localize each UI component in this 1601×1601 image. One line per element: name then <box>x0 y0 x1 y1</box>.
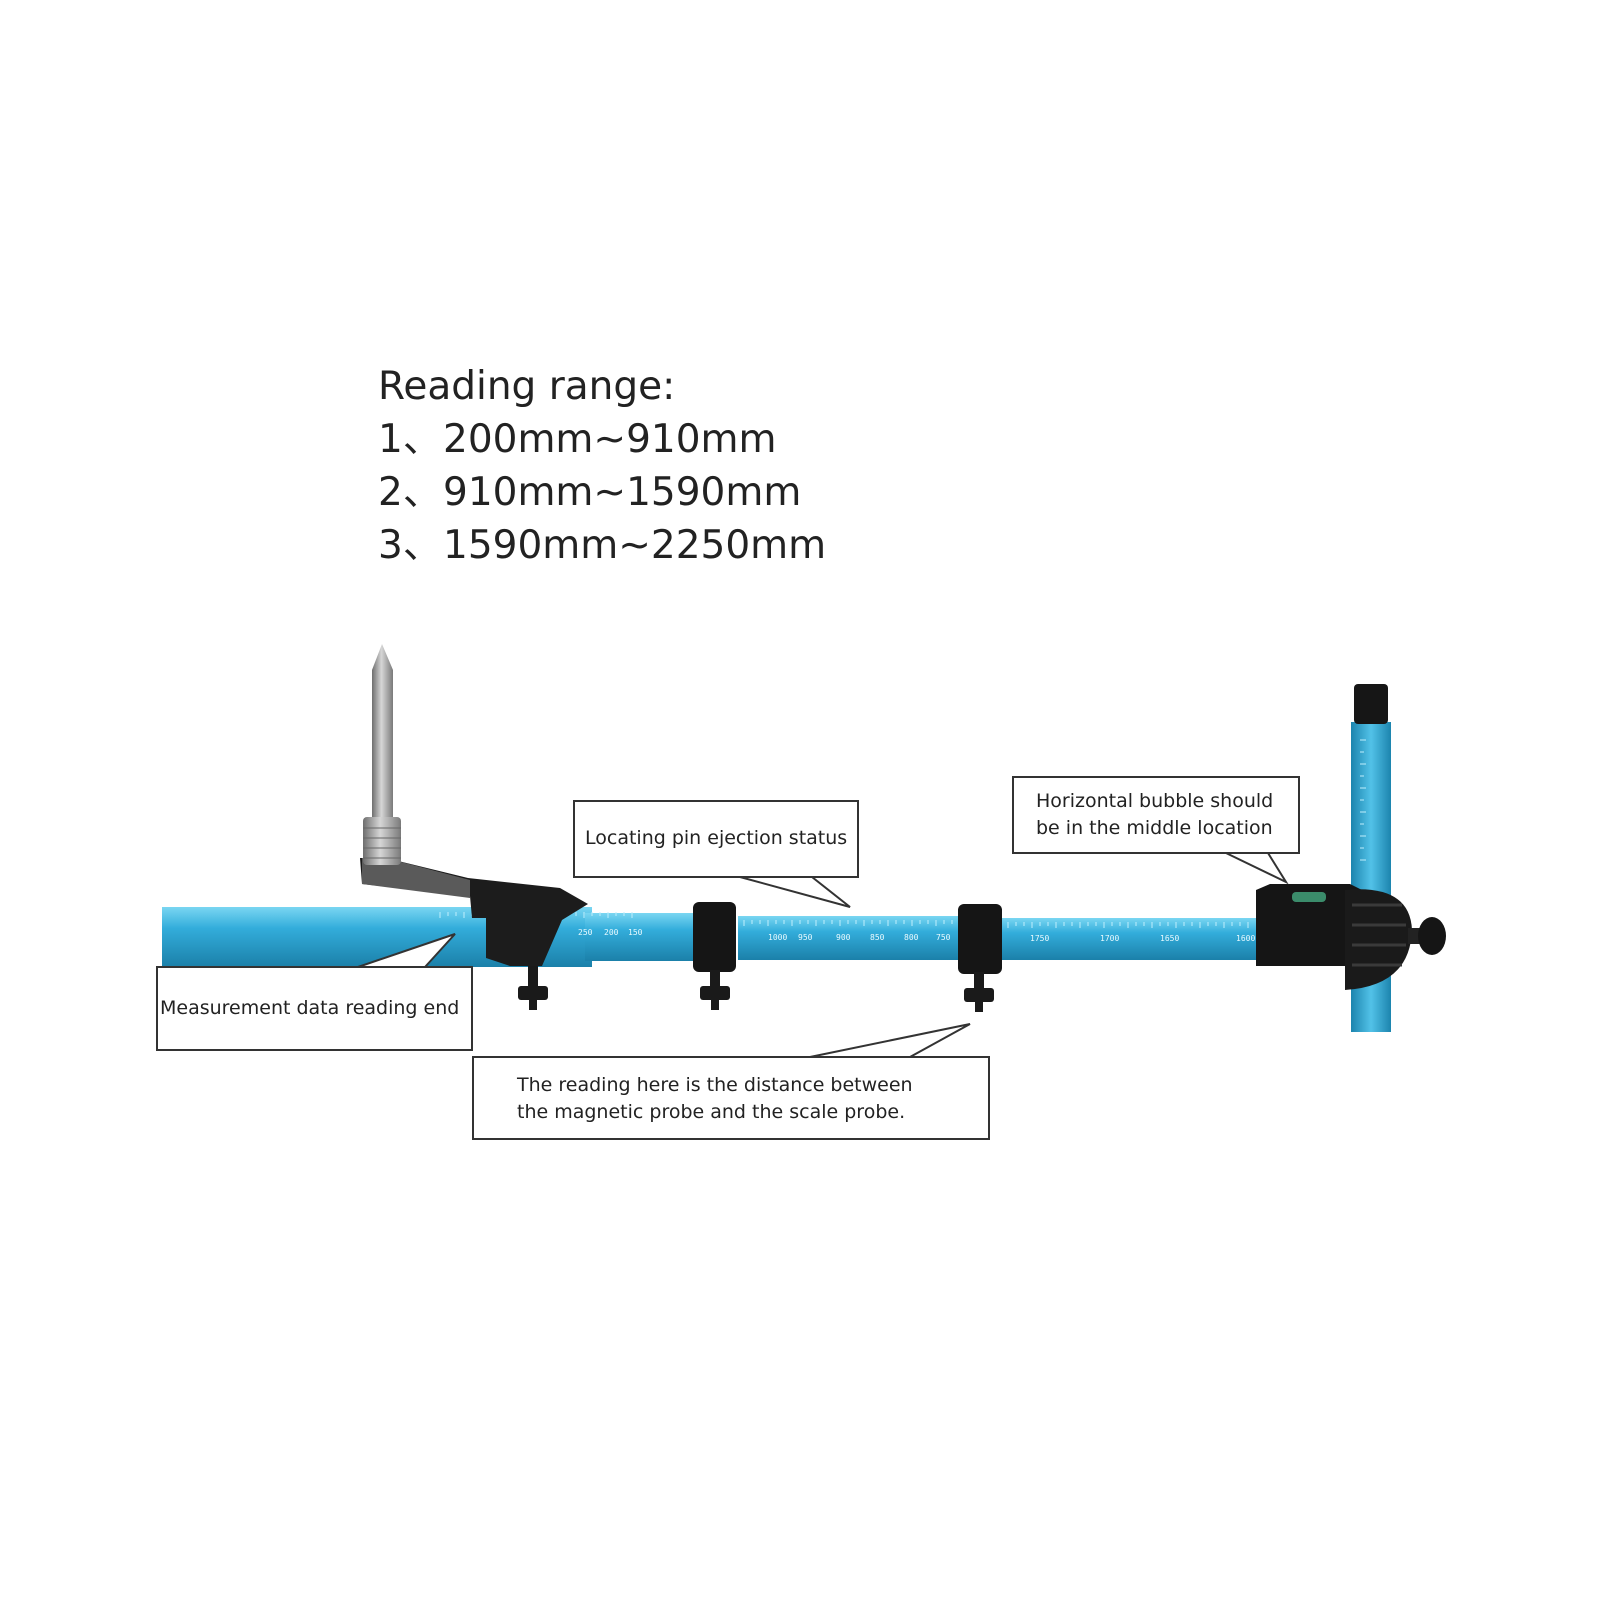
steel-probe-shaft <box>372 670 393 820</box>
callout-text-line-2: be in the middle location <box>1036 817 1273 839</box>
knurled-collar <box>363 817 401 865</box>
scale-label: 200 <box>604 928 619 937</box>
scale-label: 1000 <box>768 933 787 942</box>
scale-label: 750 <box>936 933 951 942</box>
scale-label: 850 <box>870 933 885 942</box>
reading-range-item-2: 2、910mm~1590mm <box>378 466 978 519</box>
range-number: 3、 <box>378 523 442 568</box>
callout-text-line-2: the magnetic probe and the scale probe. <box>517 1101 906 1123</box>
reading-range-title: Reading range: <box>378 364 676 409</box>
scale-label: 1600 <box>1236 934 1255 943</box>
range-number: 2、 <box>378 470 442 515</box>
probe-arm-plate <box>362 858 470 898</box>
pointer-bubble <box>1225 852 1289 885</box>
callout-text-line-1: The reading here is the distance between <box>517 1074 913 1096</box>
locating-pins <box>518 966 994 1012</box>
clamp-ridges <box>1352 903 1406 967</box>
scale-label: 1750 <box>1030 934 1049 943</box>
collar-1 <box>693 902 736 972</box>
bubble-level-block <box>1256 884 1366 966</box>
scale-label: 800 <box>904 933 919 942</box>
callout-horizontal-bubble: Horizontal bubble should be in the middl… <box>1012 776 1300 854</box>
collar-2 <box>958 904 1002 974</box>
callout-reading-end: Measurement data reading end <box>156 966 473 1051</box>
scale-label: 900 <box>836 933 851 942</box>
scale-numbers: 250 200 150 1000 950 900 850 800 750 175… <box>578 928 1255 943</box>
steel-probe-tip <box>372 644 393 670</box>
reading-range-item-1: 1、200mm~910mm <box>378 413 978 466</box>
reading-range-item-3: 3、1590mm~2250mm <box>378 519 978 572</box>
tube-section-3 <box>1002 918 1264 960</box>
scale-label: 950 <box>798 933 813 942</box>
vertical-rod-cap <box>1354 684 1388 724</box>
callout-locating-pin: Locating pin ejection status <box>573 800 859 878</box>
callout-text: Locating pin ejection status <box>585 827 848 849</box>
callout-text: Measurement data reading end <box>160 997 460 1019</box>
callout-text-line-1: Horizontal bubble should <box>1036 790 1274 812</box>
scale-label: 150 <box>628 928 643 937</box>
clamp-knob <box>1418 917 1446 955</box>
scale-label: 250 <box>578 928 593 937</box>
range-number: 1、 <box>378 417 442 462</box>
knurl-lines <box>363 827 401 859</box>
scale-ticks <box>439 912 1249 928</box>
reading-range-block: Reading range: 1、200mm~910mm 2、910mm~159… <box>378 360 978 572</box>
range-value: 1590mm~2250mm <box>443 523 827 568</box>
callout-pointers <box>357 852 1289 1058</box>
range-value: 200mm~910mm <box>443 417 777 462</box>
bubble-level-window <box>1292 892 1326 902</box>
vertical-rod-ticks <box>1360 739 1366 861</box>
range-value: 910mm~1590mm <box>443 470 802 515</box>
pointer-reading-end <box>357 933 456 968</box>
scale-label: 1700 <box>1100 934 1119 943</box>
callout-distance: The reading here is the distance between… <box>472 1056 990 1140</box>
tube-section-1 <box>585 913 700 961</box>
scale-label: 1650 <box>1160 934 1179 943</box>
pointer-locating-pin <box>739 876 851 908</box>
pointer-distance <box>809 1023 971 1058</box>
